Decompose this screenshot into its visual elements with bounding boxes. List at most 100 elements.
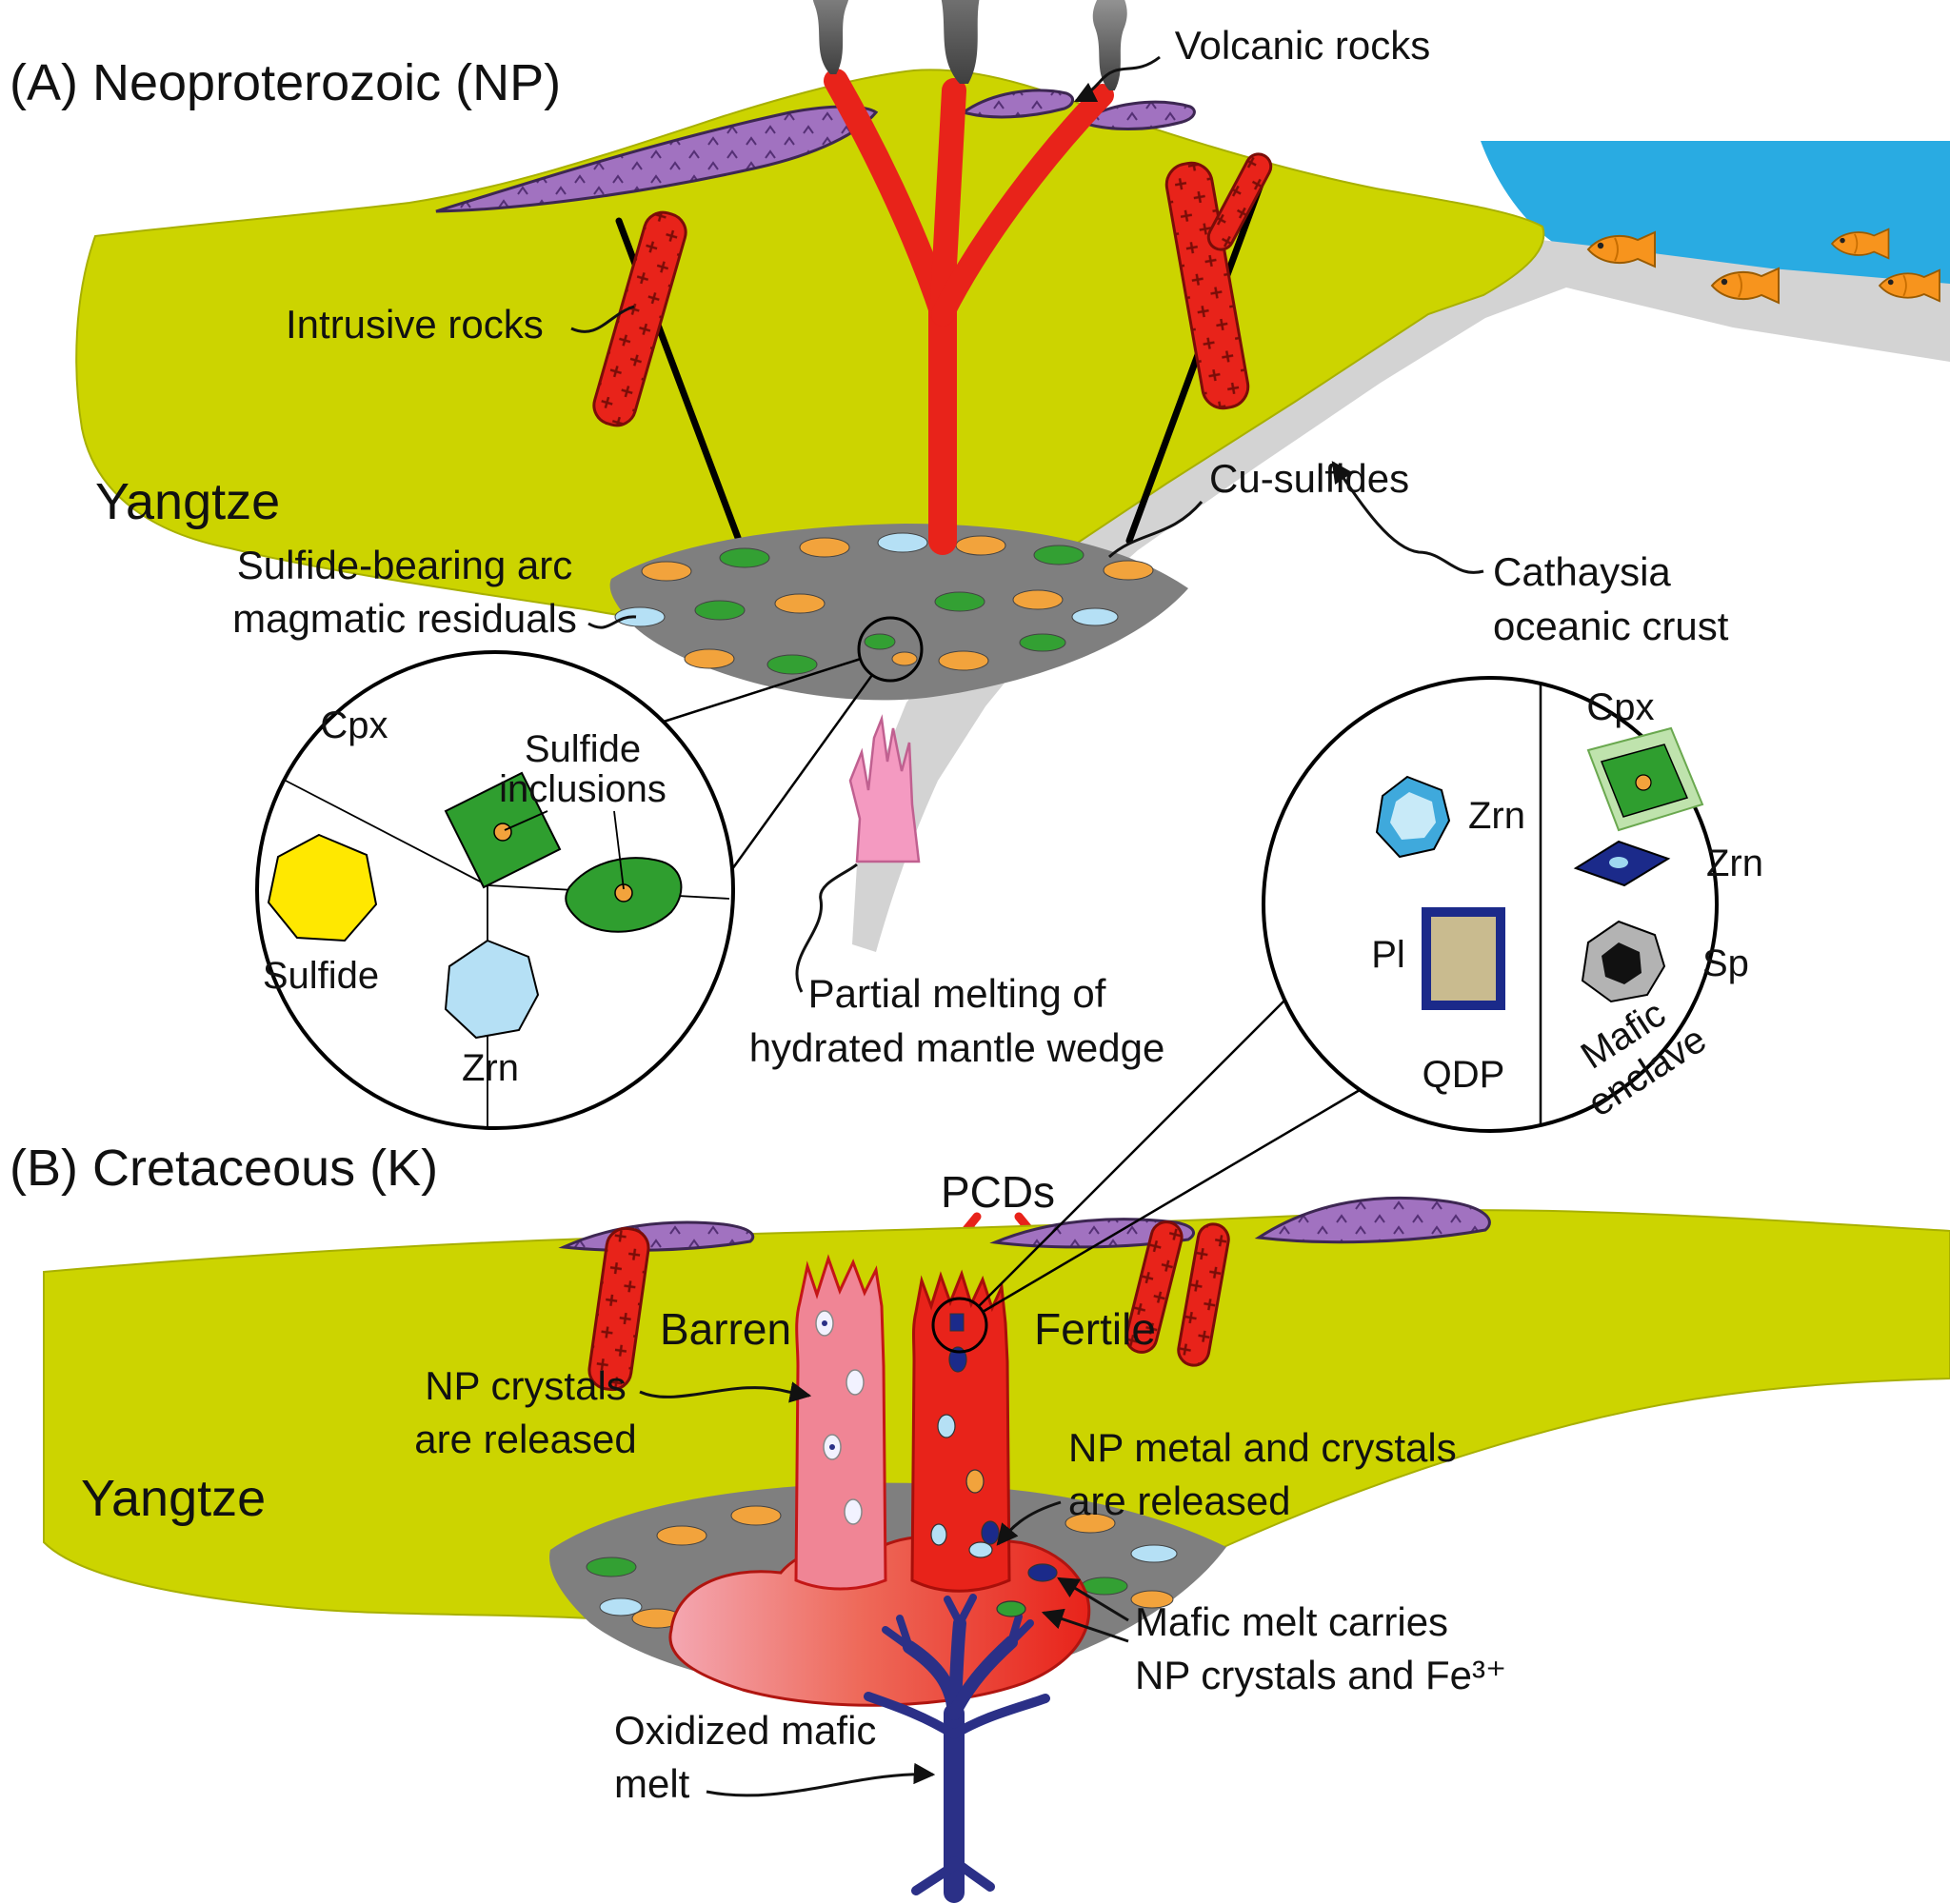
sulfide-ellipse [684,648,735,669]
fertile-label: Fertile [1034,1304,1156,1354]
inset-right-connectors [978,1000,1361,1314]
sulfide-ellipse [877,532,928,553]
sulfide-inclusion-dot [493,823,512,842]
sulfide-ellipse [891,651,918,666]
partial-melting-leader [795,863,858,993]
sulfide-ellipse [1012,589,1064,610]
ocean-water [1481,141,1950,314]
volcanic-lens [1077,100,1196,130]
intrusive-rocks-label: Intrusive rocks [286,302,544,347]
smoke-plumes [811,0,1127,90]
pl-label: Pl [1371,934,1405,976]
sulfide-ellipse [719,547,770,568]
oxidized-mafic-melt [864,1594,1050,1903]
cathaysia-label-1: Cathaysia [1493,549,1671,594]
np-crystals-label-1: NP crystals [425,1363,627,1408]
sulfide-ellipse [1033,545,1084,565]
intrusive-rocks-b [587,1220,1230,1392]
sulfide-ellipse [799,537,850,558]
volcanic-lens [558,1220,755,1252]
barren-intrusion [794,1254,887,1591]
sulfide-ellipse [1081,1577,1128,1596]
inset-left-connectors [663,657,874,870]
zrn-enclave-label: Zrn [1706,843,1763,884]
sulfide-inclusion-dot [1635,774,1652,791]
cu-sulfide-ellipses-a [614,532,1154,675]
mafic-melt-label-1: Mafic melt carries [1135,1599,1448,1644]
qdp-label: QDP [1423,1054,1505,1096]
sulfide-ellipse [864,633,896,650]
sulfide-ellipse [1065,1513,1116,1534]
sulfide-ellipse [766,654,818,675]
zrn-qdp-label: Zrn [1468,795,1525,837]
sulfide-ellipse [938,650,989,671]
plagioclase-crystal [1422,907,1505,1010]
mafic-melt-label-2: NP crystals and Fe³⁺ [1135,1653,1506,1697]
sulfide-ellipse [774,593,826,614]
partial-melting-label-2: hydrated mantle wedge [749,1025,1165,1070]
volcanic-lens [960,89,1074,119]
sulfide-label: Sulfide [263,955,379,997]
partial-melt-flame [848,714,921,863]
inset-right: Zrn Pl QDP Cpx Zrn Sp Mafic enclave [1262,676,1763,1133]
cathaysia-label-2: oceanic crust [1493,604,1729,648]
volcanic-rocks-a [435,89,1196,213]
np-crystals-in-fertile [930,1346,1058,1617]
sulfide-ellipse [730,1505,782,1526]
zoom-source-circle-a [857,616,924,683]
np-metal-leader [996,1500,1062,1546]
cu-sulfides-leader [1107,501,1204,559]
panel-a-title: (A) Neoproterozoic (NP) [10,54,561,111]
inset-left: Cpx Sulfide inclusions Sulfide Zrn [255,650,735,1130]
np-crystals-leader [639,1381,812,1403]
arc-residuals-a [609,524,1188,701]
sulfide-ellipse [934,591,985,612]
zrn-label: Zrn [462,1047,519,1089]
sulfide-grain [267,833,378,942]
sulfide-ellipse [694,600,746,621]
partial-melting-label-1: Partial melting of [808,971,1106,1016]
sulfide-ellipse [955,535,1006,556]
intrusive-rocks-leader [570,305,635,333]
sulfide-ellipse [614,606,666,627]
sulfide-inclusions-label-1: Sulfide [525,728,641,770]
sulfide-ellipse [656,1525,707,1546]
spinel-core [1602,942,1642,984]
sulfide-ellipse [1130,1590,1174,1609]
np-crystals-label-2: are released [414,1417,636,1461]
sulfide-ellipse [599,1597,643,1616]
oxidized-label-1: Oxidized mafic [614,1708,876,1753]
inset-left-cpx-label: Cpx [320,704,388,746]
np-metal-label-1: NP metal and crystals [1068,1425,1457,1470]
volcanic-lens [1254,1196,1491,1244]
sulfide-ellipse [1130,1544,1178,1563]
yangtze-label-a: Yangtze [95,473,280,530]
mafic-melt-leader-2 [1041,1608,1129,1643]
np-metal-label-2: are released [1068,1478,1290,1523]
mafic-melt-leader-1 [1057,1577,1129,1622]
cpx-right-label: Cpx [1586,686,1654,728]
panel-b-title: (B) Cretaceous (K) [10,1140,438,1197]
yangtze-label-b: Yangtze [81,1470,266,1527]
oxidized-label-2: melt [614,1761,690,1806]
volcanic-rocks-label: Volcanic rocks [1175,23,1430,68]
intrusive-rocks-a [592,152,1273,427]
zircon-grain [444,939,540,1040]
oxidized-leader [706,1762,936,1797]
pcds-label: PCDs [941,1167,1055,1217]
zircon-core [1390,792,1436,840]
volcanic-lens [435,105,879,213]
sulfide-ellipse [1103,560,1154,581]
sulfide-ellipse [1071,607,1119,626]
sulfide-ellipse [586,1557,637,1577]
sp-label: Sp [1702,942,1749,984]
residuals-label-2: magmatic residuals [232,596,577,641]
sulfide-ellipse [1019,633,1066,652]
volcanic-rocks-leader [1073,55,1161,103]
residuals-label-1: Sulfide-bearing arc [237,543,573,587]
fertile-intrusion [910,1269,1058,1617]
zircon-core [1609,857,1628,868]
zoom-source-circle-b [931,1297,988,1354]
